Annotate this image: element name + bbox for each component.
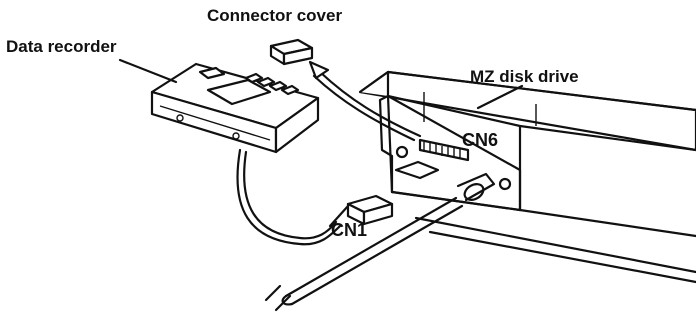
connector-cover-label: Connector cover xyxy=(207,6,342,25)
recorder-cable xyxy=(236,148,342,246)
recorder-cable-inner xyxy=(243,150,338,240)
removal-arrow xyxy=(308,60,422,142)
cn1-label: CN1 xyxy=(331,220,367,240)
connector-cover xyxy=(269,38,314,66)
mz-disk-drive-label: MZ disk drive xyxy=(470,67,579,86)
disk-drive-unit xyxy=(358,70,696,284)
data-recorder-label: Data recorder xyxy=(6,37,117,56)
right-screw-icon xyxy=(498,177,512,191)
left-screw-icon xyxy=(395,145,409,159)
data-recorder-leader-line xyxy=(118,58,178,84)
cn6-label: CN6 xyxy=(462,130,498,150)
disk-drive-leader-line xyxy=(476,84,524,110)
cn6-connector xyxy=(418,138,470,162)
cn1-leader-line xyxy=(328,204,350,228)
drive-cable xyxy=(264,172,496,312)
cn1-plug xyxy=(346,194,394,226)
data-recorder-device xyxy=(150,62,320,154)
